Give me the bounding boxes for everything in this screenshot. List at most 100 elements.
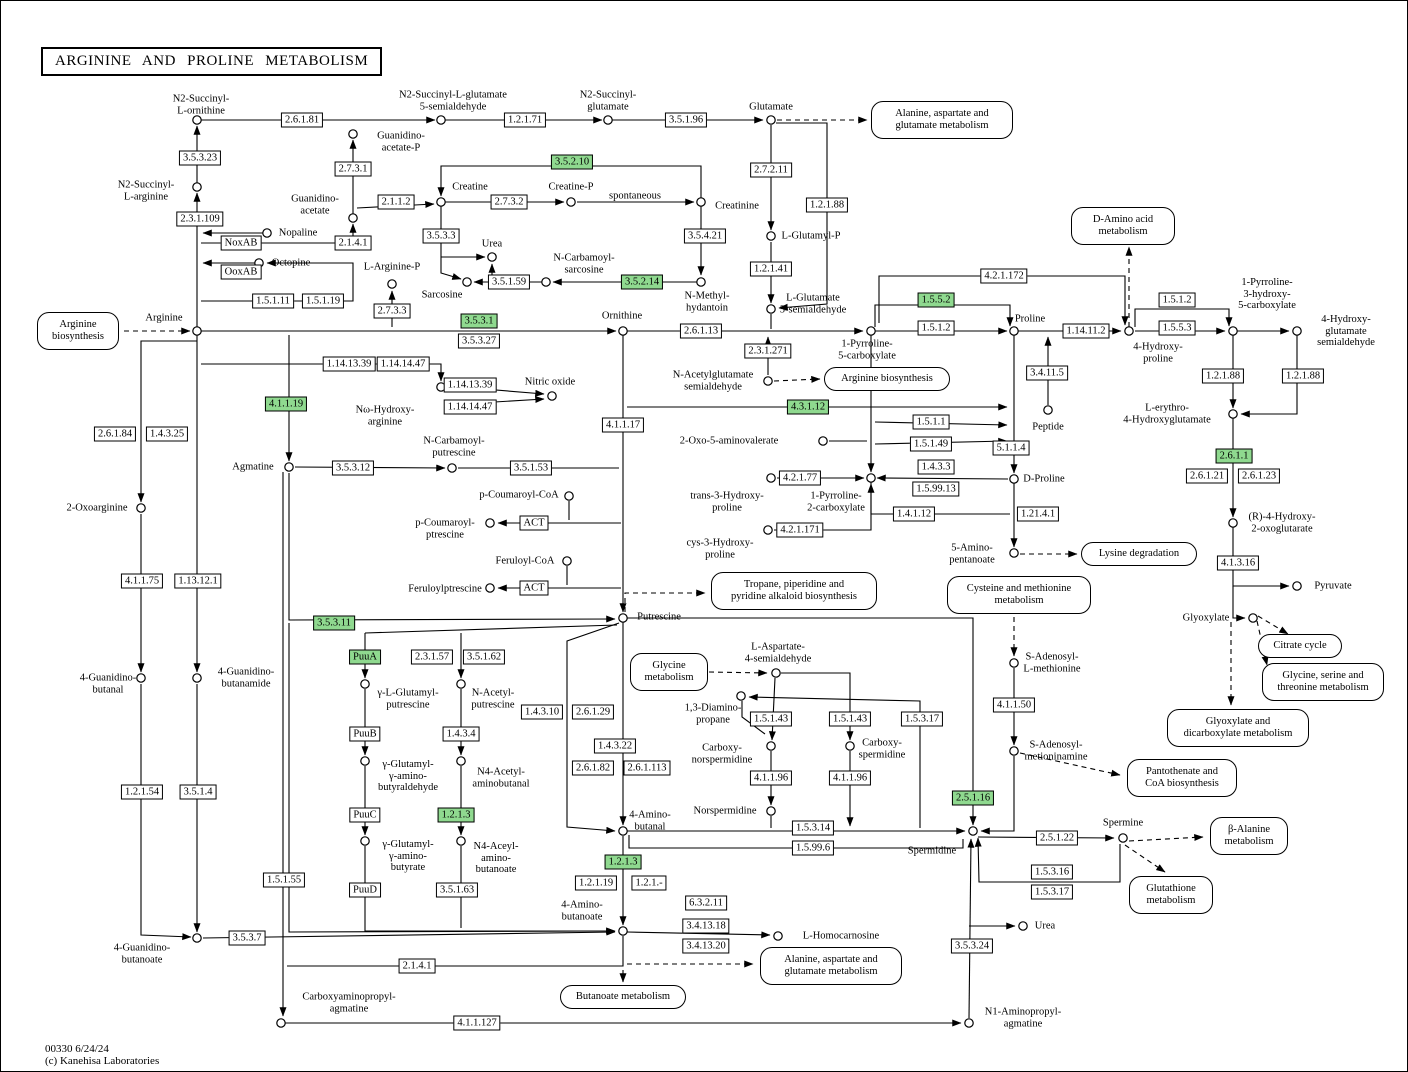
compound-node[interactable] — [968, 826, 978, 836]
pathway-link[interactable]: β-Alanine metabolism — [1210, 817, 1288, 855]
enzyme-box[interactable]: PuuC — [349, 807, 381, 823]
enzyme-box[interactable]: 1.4.3.4 — [442, 726, 480, 742]
compound-node[interactable] — [447, 463, 457, 473]
compound-node[interactable] — [547, 391, 557, 401]
compound-node[interactable] — [964, 1018, 974, 1028]
enzyme-box[interactable]: 1.5.1.43 — [749, 711, 793, 727]
compound-node[interactable] — [436, 115, 446, 125]
enzyme-box[interactable]: 1.5.1.55 — [262, 872, 306, 888]
pathway-link[interactable]: Glycine metabolism — [630, 653, 708, 691]
compound-node[interactable] — [1118, 833, 1128, 843]
enzyme-box[interactable]: 1.5.3.14 — [791, 820, 835, 836]
enzyme-box[interactable]: 1.5.1.2 — [917, 320, 955, 336]
enzyme-box[interactable]: 1.2.1.- — [631, 875, 667, 891]
enzyme-box[interactable]: 3.4.13.18 — [682, 918, 730, 934]
pathway-link[interactable]: Pantothenate and CoA biosynthesis — [1127, 759, 1237, 797]
enzyme-box[interactable]: 3.5.3.24 — [950, 938, 994, 954]
compound-node[interactable] — [192, 326, 202, 336]
pathway-link[interactable]: Glutathione metabolism — [1129, 876, 1213, 914]
compound-node[interactable] — [771, 668, 781, 678]
enzyme-box[interactable]: 2.7.3.3 — [373, 303, 411, 319]
pathway-link[interactable]: Butanoate metabolism — [560, 985, 686, 1009]
compound-node[interactable] — [1009, 746, 1019, 756]
enzyme-box[interactable]: ACT — [519, 515, 549, 531]
enzyme-box[interactable]: 1.5.1.43 — [828, 711, 872, 727]
enzyme-box[interactable]: 1.2.1.88 — [1201, 368, 1245, 384]
compound-node[interactable] — [564, 491, 574, 501]
compound-node[interactable] — [766, 806, 776, 816]
compound-node[interactable] — [736, 691, 746, 701]
enzyme-box[interactable]: 1.21.4.1 — [1016, 506, 1060, 522]
enzyme-box[interactable]: 3.5.4.21 — [683, 228, 727, 244]
compound-node[interactable] — [456, 756, 466, 766]
enzyme-box[interactable]: 1.2.1.3 — [437, 807, 475, 823]
enzyme-box[interactable]: 1.5.1.11 — [252, 293, 294, 309]
compound-node[interactable] — [192, 933, 202, 943]
compound-node[interactable] — [192, 673, 202, 683]
enzyme-box[interactable]: 4.1.1.19 — [264, 396, 308, 412]
enzyme-box[interactable]: OoxAB — [220, 264, 262, 280]
compound-node[interactable] — [618, 826, 628, 836]
compound-node[interactable] — [360, 836, 370, 846]
enzyme-box[interactable]: 3.4.11.5 — [1026, 365, 1068, 381]
compound-node[interactable] — [866, 473, 876, 483]
compound-node[interactable] — [766, 741, 776, 751]
compound-node[interactable] — [485, 518, 495, 528]
compound-node[interactable] — [1228, 326, 1238, 336]
enzyme-box[interactable]: 1.2.1.88 — [805, 197, 849, 213]
compound-node[interactable] — [436, 197, 446, 207]
enzyme-box[interactable]: 3.5.2.14 — [620, 274, 664, 290]
enzyme-box[interactable]: 2.7.2.11 — [750, 162, 792, 178]
enzyme-box[interactable]: 2.3.1.109 — [176, 211, 224, 227]
enzyme-box[interactable]: 1.14.14.47 — [376, 356, 430, 372]
enzyme-box[interactable]: 1.5.1.2 — [1158, 292, 1196, 308]
enzyme-box[interactable]: 2.7.3.1 — [334, 161, 372, 177]
enzyme-box[interactable]: 2.6.1.21 — [1185, 468, 1229, 484]
pathway-link[interactable]: Citrate cycle — [1258, 634, 1342, 658]
enzyme-box[interactable]: 5.1.1.4 — [992, 440, 1030, 456]
compound-node[interactable] — [763, 376, 773, 386]
enzyme-box[interactable]: 3.5.1.62 — [462, 649, 506, 665]
enzyme-box[interactable]: 3.5.3.11 — [313, 615, 355, 631]
enzyme-box[interactable]: 1.5.1.1 — [912, 414, 950, 430]
enzyme-box[interactable]: 4.1.1.17 — [601, 417, 645, 433]
compound-node[interactable] — [696, 277, 706, 287]
compound-node[interactable] — [696, 197, 706, 207]
compound-node[interactable] — [462, 277, 472, 287]
enzyme-box[interactable]: 2.1.4.1 — [398, 958, 436, 974]
enzyme-box[interactable]: 1.5.5.3 — [1158, 320, 1196, 336]
enzyme-box[interactable]: 1.4.3.25 — [145, 426, 189, 442]
enzyme-box[interactable]: 1.2.1.88 — [1281, 368, 1325, 384]
pathway-link[interactable]: Lysine degradation — [1081, 542, 1197, 566]
compound-node[interactable] — [773, 931, 783, 941]
pathway-link[interactable]: Alanine, aspartate and glutamate metabol… — [871, 101, 1013, 139]
enzyme-box[interactable]: 2.6.1.81 — [280, 112, 324, 128]
enzyme-box[interactable]: 1.5.99.6 — [791, 840, 835, 856]
compound-node[interactable] — [1043, 405, 1053, 415]
compound-node[interactable] — [1009, 548, 1019, 558]
compound-node[interactable] — [360, 756, 370, 766]
compound-node[interactable] — [1009, 326, 1019, 336]
compound-node[interactable] — [262, 228, 272, 238]
enzyme-box[interactable]: 1.14.13.39 — [322, 356, 376, 372]
enzyme-box[interactable]: 3.5.1.59 — [487, 274, 531, 290]
pathway-link[interactable]: Glyoxylate and dicarboxylate metabolism — [1167, 709, 1309, 747]
enzyme-box[interactable]: 4.2.1.171 — [776, 522, 824, 538]
pathway-link[interactable]: D-Amino acid metabolism — [1071, 207, 1175, 245]
compound-node[interactable] — [387, 279, 397, 289]
pathway-link[interactable]: Glycine, serine and threonine metabolism — [1262, 663, 1384, 701]
enzyme-box[interactable]: 3.5.1.53 — [509, 460, 553, 476]
enzyme-box[interactable]: 4.1.1.96 — [828, 770, 872, 786]
enzyme-box[interactable]: 3.4.13.20 — [682, 938, 730, 954]
compound-node[interactable] — [763, 525, 773, 535]
enzyme-box[interactable]: 2.3.1.271 — [744, 343, 792, 359]
compound-node[interactable] — [766, 231, 776, 241]
enzyme-box[interactable]: 1.2.1.3 — [604, 854, 642, 870]
compound-node[interactable] — [1009, 474, 1019, 484]
enzyme-box[interactable]: 4.2.1.172 — [980, 268, 1028, 284]
compound-node[interactable] — [818, 436, 828, 446]
compound-node[interactable] — [485, 583, 495, 593]
enzyme-box[interactable]: PuuB — [349, 726, 381, 742]
enzyme-box[interactable]: 1.13.12.1 — [174, 573, 222, 589]
enzyme-box[interactable]: 3.5.3.23 — [178, 150, 222, 166]
